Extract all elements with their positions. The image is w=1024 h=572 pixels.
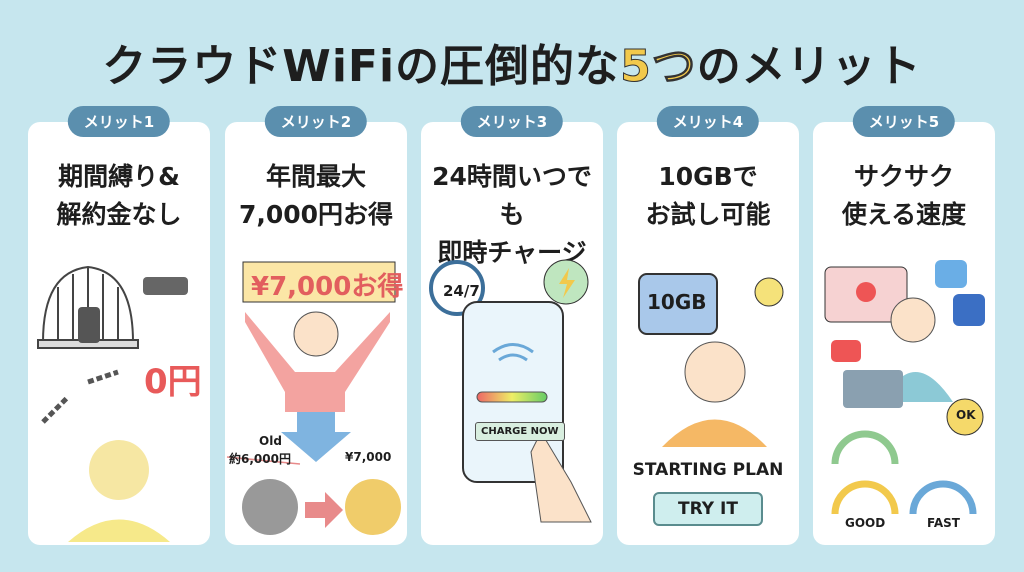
gold-money-bag-icon (345, 479, 401, 535)
clock-label: 24/7 (443, 282, 480, 300)
gray-money-bag-icon (242, 479, 298, 535)
zero-yen-label: 0円 (144, 362, 202, 402)
video-camera-icon (831, 340, 861, 362)
charge-now-button[interactable]: CHARGE NOW (475, 422, 565, 441)
chip-icon (638, 273, 718, 335)
trial-illustration (638, 273, 784, 447)
old-price: 約6,000円 (229, 452, 291, 466)
facebook-icon (953, 294, 985, 326)
good-label: GOOD (845, 516, 886, 530)
man-face (890, 297, 936, 343)
try-it-button[interactable]: TRY IT (653, 492, 763, 526)
birdcage-illustration (37, 265, 188, 542)
merit-heading: 期間縛り&解約金なし (56, 162, 182, 229)
man-face (684, 341, 746, 403)
old-label: Old (259, 434, 282, 448)
arrow-right-icon (305, 492, 343, 528)
merit-heading: 10GBでお試し可能 (645, 162, 771, 229)
merit-card-1: メリット1 期間縛り&解約金なし 0円 (28, 106, 210, 545)
woman-face (89, 440, 149, 500)
chip-label: 10GB (647, 290, 707, 314)
merit-badge: メリット3 (460, 106, 564, 137)
merit-card-5: メリット5 サクサク使える速度 OK GOOD FAST (813, 106, 995, 545)
savings-sign: ¥7,000お得 (251, 272, 404, 302)
merit-badge: メリット2 (264, 106, 368, 137)
merit-card-3: メリット3 24時間いつでも即時チャージ 24/7 CHARGE NOW (421, 106, 603, 545)
laptop-icon (843, 370, 903, 408)
starting-plan-label: STARTING PLAN (632, 460, 784, 480)
merit-badge: メリット1 (67, 106, 171, 137)
clock-icon (429, 260, 485, 316)
twitter-icon (935, 260, 967, 288)
router-icon (78, 307, 100, 343)
speed-illustration (824, 260, 985, 515)
broken-chain-icon (41, 369, 119, 424)
new-price: ¥7,000 (345, 450, 392, 464)
savings-illustration (226, 261, 401, 535)
man-face (293, 311, 339, 357)
page-title: クラウドWiFiの圧倒的な5つのメリット (102, 41, 922, 93)
flying-router-icon (143, 277, 188, 295)
merit-badge: メリット5 (852, 106, 956, 137)
fast-label: FAST (927, 516, 960, 530)
merit-heading: サクサク使える速度 (841, 162, 967, 229)
speed-gauge-icon (831, 430, 977, 515)
merit-card-4: メリット4 10GBでお試し可能 10GB STARTING PLAN TRY … (617, 106, 799, 545)
ok-badge: OK (956, 408, 976, 422)
cage-icon (37, 265, 139, 349)
lightbulb-icon (754, 277, 784, 307)
wifi-icon (492, 343, 534, 362)
arrow-down-icon (281, 412, 351, 462)
merit-badge: メリット4 (656, 106, 760, 137)
